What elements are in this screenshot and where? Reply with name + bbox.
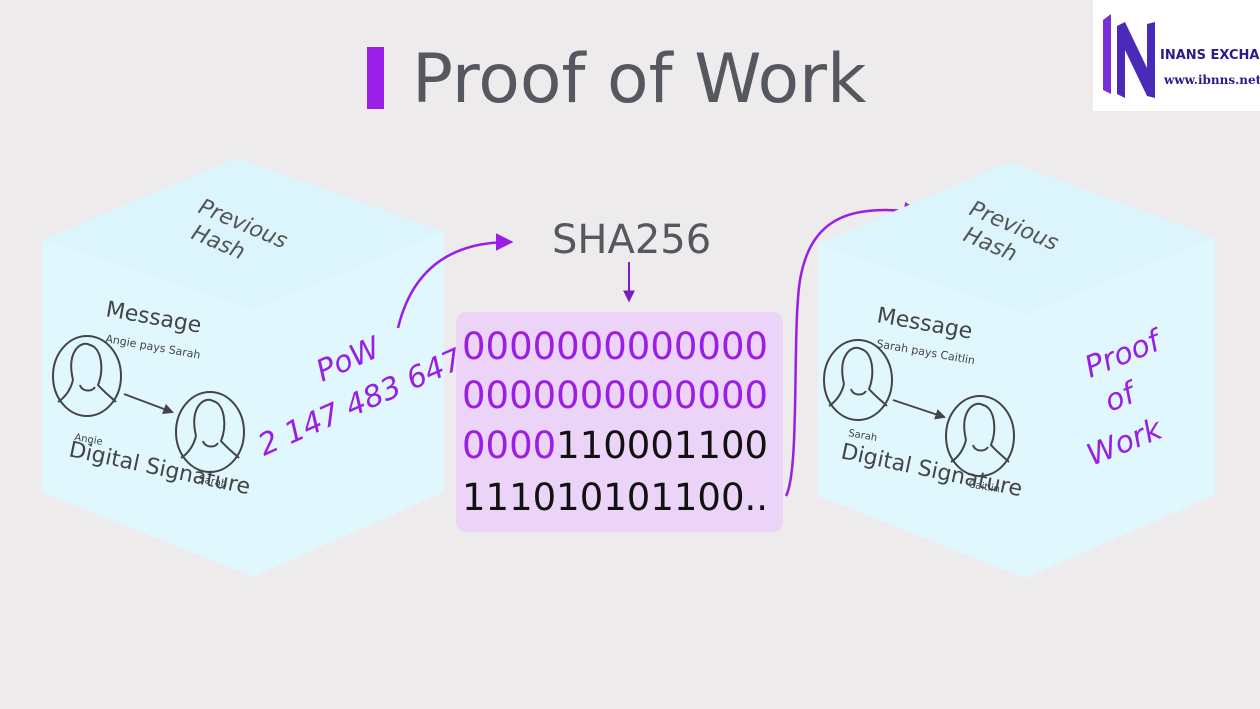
brand-logo [1093, 0, 1260, 111]
logo-name: INANS EXCHANGE [1160, 48, 1260, 63]
right-transfer-arrow [892, 399, 947, 420]
hash-line-4: 111010101100.. [462, 476, 768, 519]
person-icon [57, 342, 117, 403]
right-receiver-name: Caitlin [967, 479, 1000, 495]
right-block-cube: Previous Hash Message Sarah pays Caitlin… [818, 162, 1215, 578]
right-cube-top [818, 162, 1215, 315]
hash-output-box [456, 312, 783, 532]
left-receiver-name: Sarah [197, 474, 228, 490]
left-transfer-arrow [123, 393, 175, 415]
left-cube-top [42, 158, 444, 310]
left-receiver-avatar [175, 391, 245, 473]
left-block-cube: Previous Hash Message Angie pays Sarah A… [42, 158, 468, 577]
hash-line-3: 0000110001100 [462, 424, 768, 467]
left-sender-name: Angie [73, 432, 103, 448]
hash-line-3-rest: 110001100 [556, 424, 768, 467]
hash-line-3-zeros: 0000 [462, 424, 556, 467]
right-sender-name: Sarah [847, 428, 878, 444]
left-sender-avatar [52, 335, 122, 417]
right-sender-avatar [823, 339, 893, 421]
logo-url: www.ibnns.net [1164, 73, 1260, 87]
logo-mark-icon [1103, 14, 1155, 98]
sha256-label: SHA256 [552, 217, 711, 263]
hash-line-1: 0000000000000 [462, 325, 768, 368]
pow-to-sha-arrow [396, 233, 514, 329]
person-icon [180, 398, 240, 459]
right-receiver-avatar [945, 395, 1015, 477]
person-icon [828, 346, 888, 407]
page-title: Proof of Work [412, 40, 867, 119]
hash-to-next-block-arrow [784, 201, 922, 497]
person-icon [950, 402, 1010, 463]
hash-line-2: 0000000000000 [462, 374, 768, 417]
title-accent-bar [367, 47, 384, 109]
